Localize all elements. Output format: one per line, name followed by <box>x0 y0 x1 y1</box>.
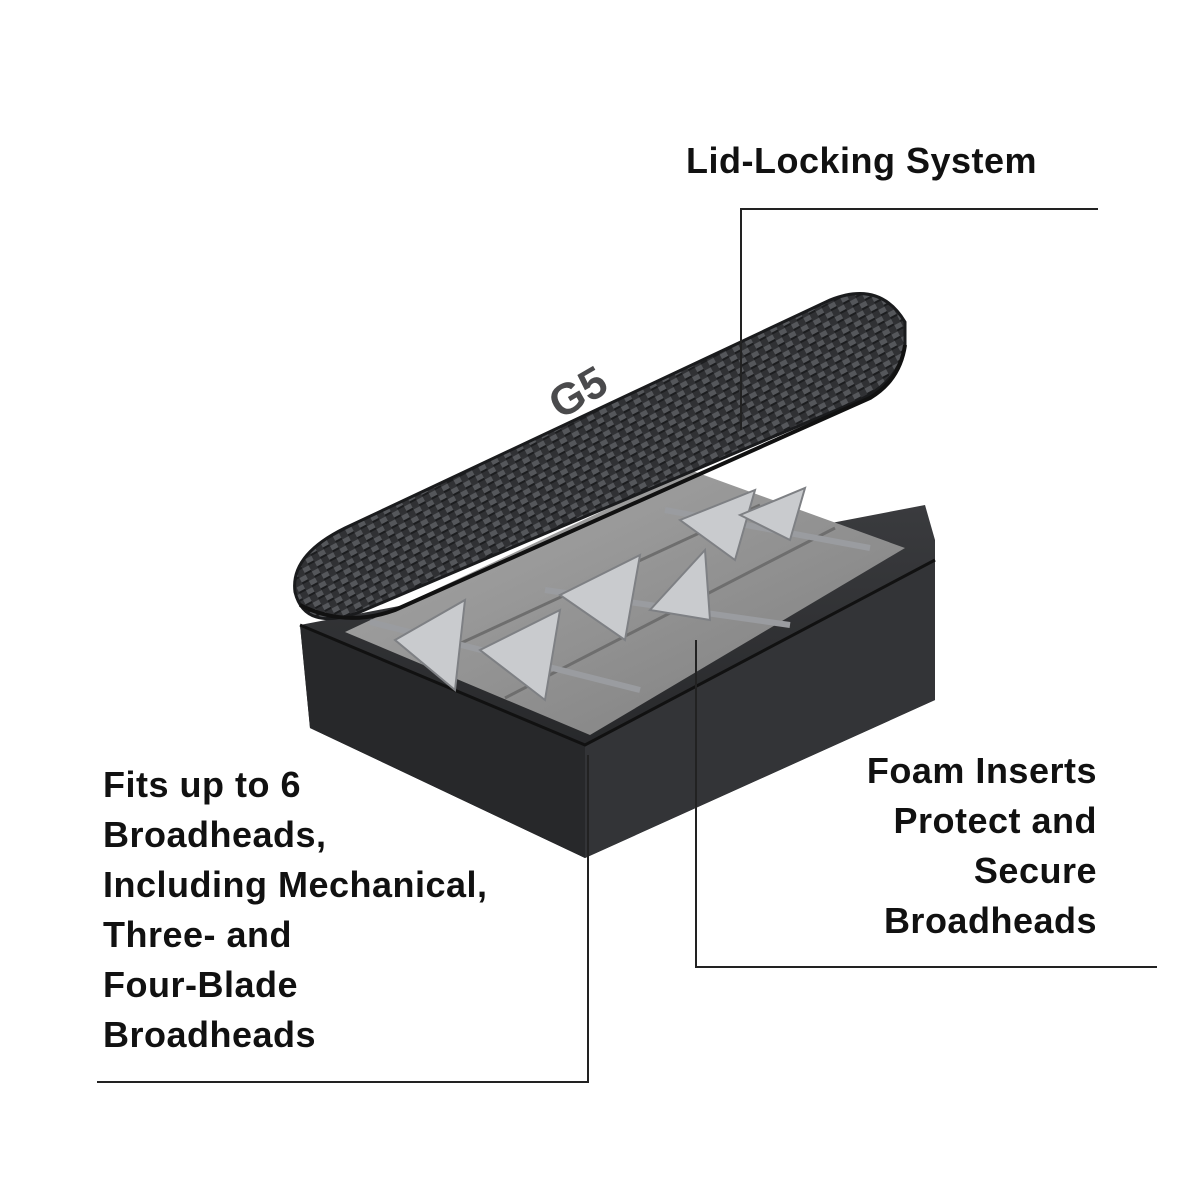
callout-line: Including Mechanical, <box>103 864 488 905</box>
callout-line: Broadheads <box>883 900 1097 941</box>
broadhead-2 <box>544 547 791 642</box>
callout-line: Lid-Locking System <box>686 140 1038 181</box>
capacity-callout: Fits up to 6 Broadheads, Including Mecha… <box>103 760 488 1060</box>
foam-leader-horizontal <box>695 966 1157 968</box>
broadheads <box>369 486 871 702</box>
capacity-leader-vertical <box>587 755 589 1083</box>
callout-line: Broadheads, <box>103 814 327 855</box>
lid-leader-horizontal <box>740 208 1098 210</box>
broadhead-1 <box>369 598 641 702</box>
callout-line: Foam Inserts <box>866 750 1097 791</box>
foam-leader-vertical <box>695 640 697 968</box>
callout-line: Secure <box>973 850 1097 891</box>
lid-leader-vertical <box>740 208 742 430</box>
lid-locking-callout: Lid-Locking System <box>686 136 1037 186</box>
callout-line: Three- and <box>103 914 293 955</box>
foam-inserts-callout: Foam Inserts Protect and Secure Broadhea… <box>867 746 1097 946</box>
callout-line: Broadheads <box>103 1014 317 1055</box>
callout-line: Protect and <box>893 800 1097 841</box>
broadhead-3 <box>664 486 871 562</box>
capacity-leader-horizontal <box>97 1081 589 1083</box>
callout-line: Fits up to 6 <box>103 764 301 805</box>
callout-line: Four-Blade <box>103 964 299 1005</box>
